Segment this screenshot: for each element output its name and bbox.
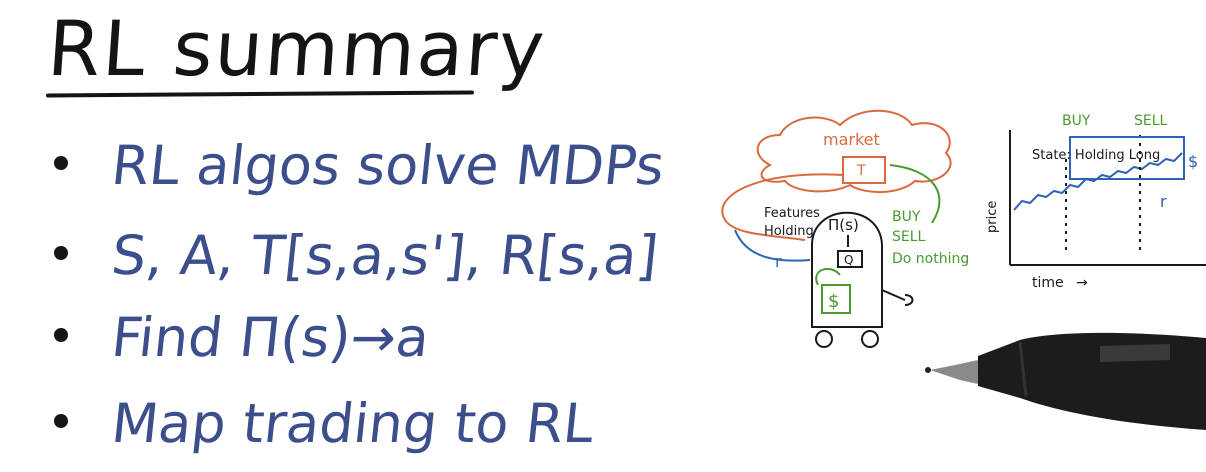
cash-arrow: [815, 267, 841, 286]
robot-wheel: [815, 330, 833, 348]
bullet-dot: [54, 414, 68, 428]
mini-chart-xlabel-arrow: →: [1076, 275, 1088, 291]
bullet-text: S, A, T[s,a,s'], R[s,a]: [108, 224, 662, 287]
holding-box: [1069, 136, 1185, 180]
mini-sell-label: SELL: [1134, 113, 1168, 129]
reward-label: r: [775, 252, 782, 271]
mini-reward-label: r: [1160, 192, 1167, 211]
mini-dollar-label: $: [1188, 152, 1198, 171]
features-label: Features: [764, 206, 820, 221]
bullet-text: Map trading to RL: [108, 392, 597, 455]
mini-state-text: State: Holding Long: [1032, 148, 1160, 163]
bullet-text: Find Π(s)→a: [108, 306, 433, 369]
rl-trading-sketch: market T Π(s) Q $ Features Holding r BUY…: [721, 109, 1206, 348]
robot-wheel: [861, 330, 879, 348]
bullet-dot: [54, 246, 68, 260]
transition-label: T: [856, 163, 866, 179]
stylus-pen: [925, 332, 1206, 430]
bullet-dot: [54, 156, 68, 170]
mini-chart-ylabel: price: [985, 201, 1000, 233]
pen-grip-ring: [1018, 341, 1028, 397]
slide-title: RL summary: [44, 4, 550, 93]
action-do-nothing: Do nothing: [892, 251, 969, 267]
pen-button: [1100, 344, 1170, 362]
cash-label: $: [828, 291, 839, 312]
robot-arm: [881, 289, 914, 306]
market-cloud: [756, 109, 952, 194]
cash-box: [821, 284, 851, 314]
transition-loop: [721, 173, 844, 241]
bullet-text: RL algos solve MDPs: [108, 134, 668, 197]
action-sell: SELL: [892, 229, 926, 245]
mini-chart-xlabel: time: [1032, 275, 1064, 291]
pen-point: [925, 367, 931, 373]
action-arrow: [889, 164, 941, 224]
market-label: market: [823, 130, 880, 149]
transition-box: [842, 156, 886, 184]
bullet-dot: [54, 328, 68, 342]
q-label: Q: [844, 253, 853, 267]
q-table-box: [837, 250, 863, 268]
robot-body: [811, 211, 883, 328]
action-buy: BUY: [892, 209, 921, 225]
mini-buy-label: BUY: [1062, 113, 1091, 129]
pen-body: [978, 332, 1206, 430]
pen-tip: [930, 360, 978, 384]
holding-label: Holding: [764, 224, 814, 239]
reward-arrow: [734, 229, 811, 262]
policy-label: Π(s): [828, 216, 859, 234]
